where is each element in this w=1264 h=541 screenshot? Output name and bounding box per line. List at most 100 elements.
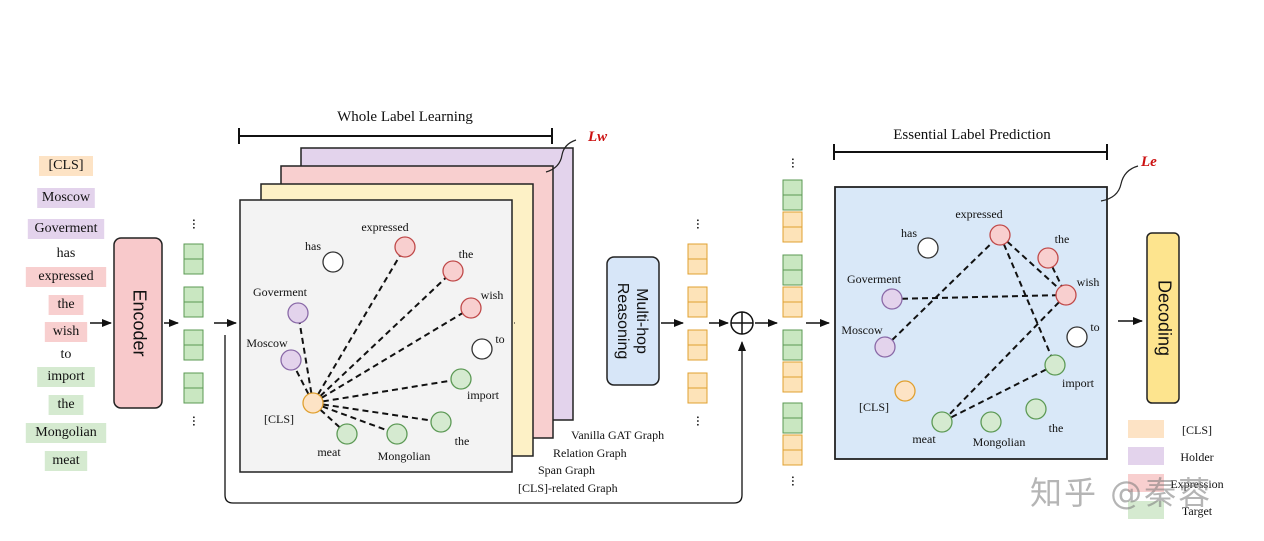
graph-layer-stack: [239, 147, 574, 473]
encoder-label: Encoder: [129, 289, 149, 356]
loss-e-pointer: [1100, 165, 1139, 202]
input-token-highlight: [44, 322, 88, 342]
whole-label-title: Whole Label Learning: [337, 109, 473, 125]
vector-cell: [687, 372, 708, 404]
input-token-text: to: [61, 347, 72, 362]
vector-cell: [183, 329, 204, 361]
graph-edge: [891, 294, 1067, 300]
input-token-text: the: [57, 397, 74, 412]
input-token-text: [CLS]: [49, 158, 84, 173]
input-token: [CLS]: [39, 156, 93, 176]
reasoning-block: Multi-hopReasoning: [606, 256, 660, 386]
reasoning-box: [606, 256, 660, 386]
graph-node-label: wish: [1077, 275, 1100, 289]
graph-edge: [312, 246, 406, 404]
vector-cell: [782, 286, 803, 318]
graph-node-label: meat: [912, 432, 936, 446]
input-token-text: Mongolian: [35, 425, 96, 440]
graph-node-label: Mongolian: [973, 435, 1026, 449]
input-token-text: Goverment: [35, 221, 98, 236]
loss-e-label: Le: [1140, 154, 1157, 170]
graph-node-expressed: expressed: [955, 207, 1011, 246]
legend-swatch: [1128, 447, 1164, 465]
ellipsis: ...: [788, 475, 804, 486]
input-token-highlight: [48, 395, 84, 415]
graph-edge: [941, 364, 1056, 423]
vector-cell: [782, 254, 803, 286]
legend-swatch: [1128, 474, 1164, 492]
legend-label: Holder: [1180, 450, 1213, 464]
input-token-highlight: [37, 188, 95, 208]
input-token: import: [37, 367, 95, 387]
ellipsis: ...: [189, 218, 205, 229]
legend-item-holder: Holder: [1128, 447, 1214, 465]
graph-edge: [312, 307, 472, 404]
legend-label: Target: [1182, 504, 1213, 518]
graph-edge: [312, 378, 462, 404]
vector-cell: [687, 286, 708, 318]
graph-node-mongolian: Mongolian: [378, 423, 430, 463]
graph-node-mongolian: Mongolian: [973, 411, 1026, 449]
input-token-text: Moscow: [42, 190, 91, 205]
graph-node-moscow: Moscow: [841, 323, 896, 358]
skip-connection-arrow: [224, 335, 746, 504]
input-token-highlight: [44, 451, 88, 471]
graph-node-import: import: [1044, 354, 1095, 390]
input-token-highlight: [48, 295, 84, 315]
legend-label: Expression: [1170, 477, 1223, 491]
graph-edge: [999, 234, 1056, 366]
graph-node-goverment: Goverment: [253, 285, 309, 324]
encoder-box: [113, 237, 163, 409]
vector-cell: [687, 243, 708, 275]
input-token: the: [48, 295, 84, 315]
graph-node-label: import: [1062, 376, 1095, 390]
graph-node-label: wish: [481, 288, 504, 302]
graph-node-to: to: [471, 332, 505, 360]
vector-cell: [782, 329, 803, 361]
whole-label-bracket: Whole Label Learning: [238, 109, 553, 144]
input-token: meat: [44, 451, 88, 471]
layer-label-relation: Relation Graph: [553, 446, 627, 460]
loss-w-pointer: [545, 139, 577, 173]
ellipsis: ...: [693, 218, 709, 229]
graph-node-label: to: [495, 332, 504, 346]
graph-node-label: has: [901, 226, 917, 240]
vector-cell: [183, 243, 204, 275]
input-token-highlight: [25, 423, 107, 443]
graph-edge: [884, 234, 1001, 348]
graph-node-label: the: [459, 247, 474, 261]
input-token-text: meat: [52, 453, 79, 468]
graph-node-the1: the: [442, 247, 474, 282]
input-token-list: [CLS]MoscowGovermenthasexpressedthewisht…: [25, 156, 107, 471]
graph-node-label: to: [1090, 320, 1099, 334]
legend-item-cls: [CLS]: [1128, 420, 1212, 438]
graph-node-import: import: [450, 368, 500, 402]
graph-node-label: Moscow: [246, 336, 288, 350]
graph-node-has: has: [901, 226, 939, 259]
graph-node-label: import: [467, 388, 500, 402]
graph-node-wish: wish: [1055, 275, 1100, 306]
graph-edges: [290, 246, 472, 435]
graph-node-the1: the: [1037, 232, 1070, 269]
layer-cls-related: [239, 199, 513, 473]
input-token-highlight: [27, 219, 105, 239]
legend-swatch: [1128, 501, 1164, 519]
graph-node-the2: the: [430, 411, 469, 448]
vector-cell: [782, 179, 803, 211]
essential-label-bracket: Essential Label Prediction: [833, 127, 1108, 160]
graph-node-label: [CLS]: [859, 400, 889, 414]
vector-cell: [782, 434, 803, 466]
ellipsis: ...: [693, 415, 709, 426]
graph-node-label: [CLS]: [264, 412, 294, 426]
vector-cell: [183, 372, 204, 404]
graph-node-label: Moscow: [841, 323, 883, 337]
encoder-output-cells: ......: [183, 218, 205, 427]
encoder-block: Encoder: [113, 237, 163, 409]
graph-edge: [312, 402, 442, 423]
graph-node-label: the: [1055, 232, 1070, 246]
reasoning-output-cells: ......: [687, 218, 709, 427]
vector-cell: [782, 211, 803, 243]
input-token: Goverment: [27, 219, 105, 239]
graph-node-moscow: Moscow: [246, 336, 302, 371]
